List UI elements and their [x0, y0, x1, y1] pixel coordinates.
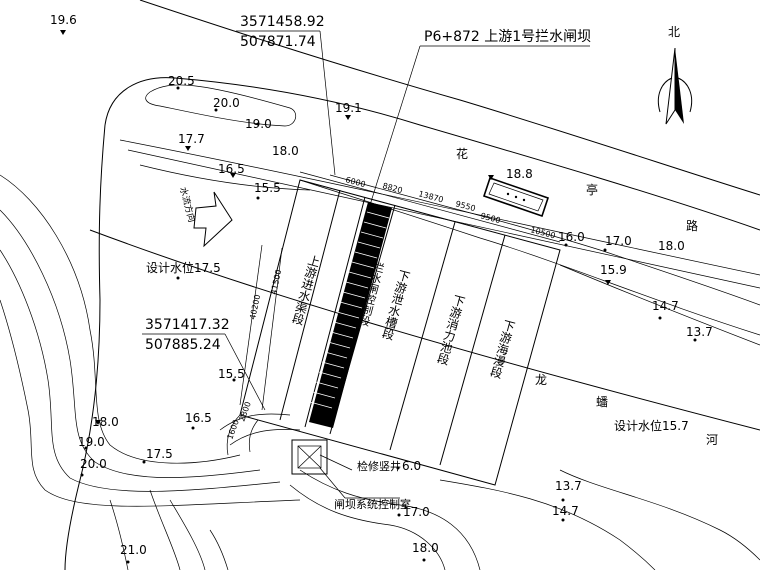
- drawing-title: P6+872 上游1号拦水闸坝: [424, 29, 591, 45]
- elev-20-5: 20.5: [168, 74, 195, 88]
- elev-18-8: 18.8: [506, 167, 533, 181]
- section-upstream-inlet: 上游进水渠段: [289, 253, 321, 327]
- control-room-box: [291, 439, 328, 475]
- elev-13-7-bottom: 13.7: [555, 479, 582, 493]
- control-room-label: 闸坝系统控制室: [334, 497, 411, 511]
- elev-19-0-left: 19.0: [78, 435, 105, 449]
- dim-40200: 40200: [248, 294, 262, 321]
- elev-16-0: 16.0: [558, 230, 585, 244]
- elev-16-5-top: 16.5: [218, 162, 245, 176]
- dim-9550: 9550: [454, 199, 476, 213]
- road-char-2: 亭: [586, 182, 598, 197]
- elevation-markers: [60, 30, 611, 425]
- north-arrow: [657, 47, 693, 125]
- river-char-1: 龙: [535, 373, 547, 387]
- elev-15-9: 15.9: [600, 263, 627, 277]
- section-downstream-apron: 下游海漫段: [488, 318, 517, 380]
- elev-6-0: 6.0: [402, 459, 421, 473]
- section-downstream-basin: 下游消力池段: [434, 293, 466, 367]
- elev-19-0-top: 19.0: [245, 117, 272, 131]
- dam-structure: [226, 171, 561, 499]
- dim-41500: 41500: [269, 269, 283, 296]
- elev-17-0-bottom: 17.0: [403, 505, 430, 519]
- coord-top-east: 507871.74: [240, 34, 316, 50]
- maintenance-shaft-label: 检修竖井: [357, 459, 401, 473]
- coord-left-north: 3571417.32: [145, 317, 230, 333]
- elev-17-0-right: 17.0: [605, 234, 632, 248]
- terrain-contours: [0, 174, 760, 570]
- elev-15-5-mid: 15.5: [218, 367, 245, 381]
- elev-17-7: 17.7: [178, 132, 205, 146]
- elev-21-0: 21.0: [120, 543, 147, 557]
- section-downstream-sluice: 下游泄水槽段: [379, 268, 411, 342]
- river-char-3: 河: [706, 433, 718, 447]
- elev-15-5-top: 15.5: [254, 181, 281, 195]
- elev-18-0-bottom: 18.0: [412, 541, 439, 555]
- elev-17-5: 17.5: [146, 447, 173, 461]
- elev-14-7-bottom: 14.7: [552, 504, 579, 518]
- dim-8820: 8820: [381, 181, 403, 195]
- coord-left-east: 507885.24: [145, 337, 221, 353]
- coord-top-north: 3571458.92: [240, 14, 325, 30]
- flow-direction-arrow: [193, 191, 233, 248]
- elev-20-0-top: 20.0: [213, 96, 240, 110]
- elevation-points: [80, 86, 697, 564]
- river-char-2: 蟠: [596, 395, 608, 409]
- dim-1600: 1600: [225, 418, 240, 440]
- elev-20-0-left: 20.0: [80, 457, 107, 471]
- road-char-3: 路: [686, 218, 698, 233]
- elev-19-6: 19.6: [50, 13, 77, 27]
- elev-13-7-right: 13.7: [686, 325, 713, 339]
- elev-18-0-top: 18.0: [272, 144, 299, 158]
- flow-direction-label: 水流方向: [177, 186, 198, 224]
- north-label: 北: [668, 25, 680, 39]
- design-level-left: 设计水位17.5: [146, 260, 221, 275]
- elev-19-1: 19.1: [335, 101, 362, 115]
- river-longpan: [89, 174, 760, 570]
- pavilion: [482, 176, 550, 218]
- design-level-right: 设计水位15.7: [614, 418, 689, 433]
- gate-hatch: [309, 202, 392, 428]
- coordinate-leaders: [142, 30, 590, 411]
- elev-18-0-right: 18.0: [658, 239, 685, 253]
- road-char-1: 花: [456, 146, 468, 161]
- elev-18-0-left: 18.0: [92, 415, 119, 429]
- dim-2800: 2800: [237, 400, 252, 422]
- elev-16-5-mid: 16.5: [185, 411, 212, 425]
- elev-14-7-right: 14.7: [652, 299, 679, 313]
